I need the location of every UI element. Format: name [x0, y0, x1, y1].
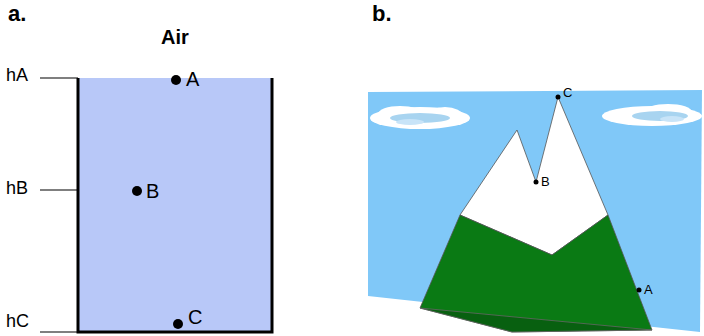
point-dot [171, 75, 181, 85]
medium-label: Air [161, 26, 189, 48]
water-column [78, 78, 272, 332]
height-label: hA [6, 66, 28, 86]
point-label: C [563, 86, 572, 100]
point-label: B [146, 180, 159, 202]
cloud [602, 104, 702, 126]
panel-letter: b. [372, 2, 392, 26]
height-tick [40, 189, 78, 190]
point-dot [637, 288, 642, 293]
point-label: A [644, 283, 653, 297]
point-dot [556, 95, 561, 100]
height-tick [40, 77, 78, 78]
point-label: B [541, 175, 550, 189]
height-tick [40, 331, 78, 332]
height-label: hB [6, 179, 28, 199]
point-label: A [186, 68, 199, 90]
height-label: hC [6, 312, 29, 332]
mountain-base [420, 308, 652, 332]
point-dot [534, 180, 539, 185]
mountain-slope [420, 215, 652, 332]
panel-letter: a. [8, 2, 26, 26]
cloud [370, 106, 470, 129]
sky [368, 90, 702, 332]
point-label: C [188, 306, 202, 328]
point-dot [173, 319, 183, 329]
container-wall [78, 78, 272, 332]
point-dot [132, 186, 142, 196]
